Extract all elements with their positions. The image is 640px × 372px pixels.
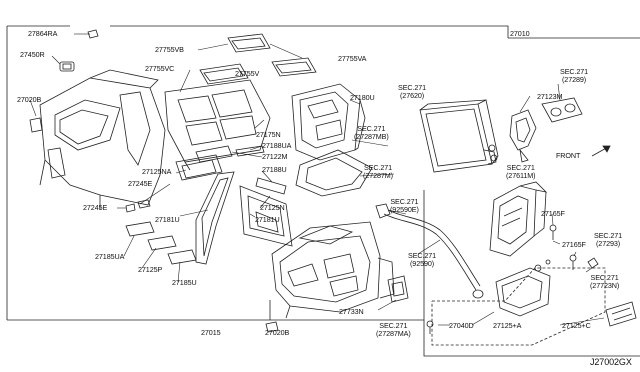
- sec-ref-27611M-line2: (27611M): [506, 171, 536, 180]
- sec-ref-92590-line2: (92590): [410, 259, 435, 268]
- sec-ref-92590E-line2: (92590E): [390, 205, 419, 214]
- sec-ref-27287MB-line2: (27287MB): [354, 132, 389, 141]
- sec-ref-27287M: SEC.271 (27287M): [363, 164, 393, 180]
- drain-hose-drawing: [375, 203, 484, 299]
- part-label-27015: 27015: [201, 328, 221, 337]
- part-label-27020B-bottom: 27020B: [265, 328, 290, 337]
- sec-ref-27287MA-line1: SEC.271: [379, 321, 408, 330]
- part-label-27450R: 27450R: [20, 50, 45, 59]
- lower-right-unit-drawing: [495, 259, 551, 317]
- part-label-27755VB: 27755VB: [155, 45, 184, 54]
- sec-ref-27287M-line1: SEC.271: [363, 163, 393, 172]
- center-ducts-drawing: [175, 145, 287, 195]
- sec-ref-27620: SEC.271 (27620): [398, 84, 426, 100]
- part-label-27245E-b: 27245E: [83, 203, 108, 212]
- part-label-27125P: 27125P: [138, 265, 163, 274]
- upper-center-housing-drawing: [291, 83, 366, 161]
- part-label-27010: 27010: [510, 29, 530, 38]
- part-label-27755VA: 27755VA: [338, 54, 367, 63]
- part-label-27180U: 27180U: [350, 93, 375, 102]
- part-label-27188UA: 27188UA: [262, 141, 292, 150]
- sec-ref-27620-line1: SEC.271: [398, 83, 427, 92]
- part-label-27125NA: 27125NA: [142, 167, 172, 176]
- small-grilles-drawing: [125, 199, 197, 265]
- sec-ref-92590-line1: SEC.271: [408, 251, 437, 260]
- diagram-id: J27002GX: [590, 357, 632, 367]
- sec-ref-27287MB: SEC.271 (27287MB): [354, 125, 389, 141]
- sec-ref-27723N: SEC.271 (27723N): [590, 274, 619, 290]
- part-label-27864RA: 27864RA: [28, 29, 58, 38]
- sub-assembly-frame: [431, 267, 606, 346]
- sec-ref-92590E: SEC.271 (92590E): [390, 198, 419, 214]
- sec-ref-27287MA: SEC.271 (27287MA): [376, 322, 411, 338]
- part-label-27125A: 27125+A: [493, 321, 522, 330]
- sec-ref-27293: SEC.271 (27293): [594, 232, 622, 248]
- part-label-27175N: 27175N: [256, 130, 281, 139]
- part-label-27125N: 27125N: [260, 203, 285, 212]
- sec-ref-27293-line2: (27293): [596, 239, 621, 248]
- assembly-frame: [6, 25, 640, 357]
- left-housing-drawing: [29, 69, 166, 210]
- sec-ref-27289-line1: SEC.271: [560, 67, 589, 76]
- part-label-27245E: 27245E: [128, 179, 153, 188]
- sec-ref-27287M-line2: (27287M): [363, 171, 393, 180]
- actuator-drawing: [387, 275, 409, 303]
- sec-ref-27287MB-line1: SEC.271: [357, 124, 386, 133]
- duct-piece-drawing: [295, 149, 373, 197]
- part-label-27122M: 27122M: [262, 152, 288, 161]
- sec-ref-92590E-line1: SEC.271: [390, 197, 419, 206]
- part-label-27165F-b: 27165F: [562, 240, 586, 249]
- part-label-27185U: 27185U: [172, 278, 197, 287]
- part-label-27181U-a: 27181U: [155, 215, 180, 224]
- sec-ref-27611M: SEC.271 (27611M): [506, 163, 536, 180]
- evaporator-case-drawing: [164, 79, 271, 171]
- part-label-27020B-top: 27020B: [17, 95, 42, 104]
- screw-bottom-drawing: [426, 320, 434, 334]
- part-label-27755V: 27755V: [235, 69, 260, 78]
- part-label-27181U-b: 27181U: [255, 215, 280, 224]
- part-label-27185UA: 27185UA: [95, 252, 125, 261]
- blower-part-drawing: [541, 97, 583, 123]
- sec-ref-27723N-line2: (27723N): [590, 281, 620, 290]
- part-label-27755VC: 27755VC: [145, 64, 175, 73]
- filter-frames-drawing: [199, 33, 317, 85]
- lower-main-unit-drawing: [271, 221, 395, 319]
- sec-ref-27289-line2: (27289): [562, 75, 587, 84]
- clip-parts-top-left: [59, 29, 99, 72]
- front-label: FRONT: [556, 151, 581, 160]
- blower-motor-drawing: [489, 181, 548, 257]
- long-duct-drawing: [195, 171, 235, 265]
- leader-lines: [29, 33, 605, 326]
- sec-ref-92590: SEC.271 (92590): [408, 252, 436, 268]
- sec-ref-27723N-line1: SEC.271: [590, 273, 619, 282]
- part-label-27123M: 27123M: [537, 92, 563, 101]
- vent-duct-drawing: [239, 185, 293, 247]
- part-label-27125C: 27125+C: [562, 321, 591, 330]
- bottom-clip-drawing: [265, 321, 279, 333]
- sec-ref-27287MA-line2: (27287MA): [376, 329, 411, 338]
- part-label-27188U: 27188U: [262, 165, 287, 174]
- shroud-drawing: [509, 109, 537, 163]
- part-label-27040D: 27040D: [449, 321, 474, 330]
- end-piece-drawing: [605, 301, 637, 327]
- part-label-27165F: 27165F: [541, 209, 565, 218]
- sec-ref-27293-line1: SEC.271: [594, 231, 623, 240]
- front-arrow-icon: [591, 145, 611, 157]
- heater-core-drawing: [419, 99, 499, 173]
- sec-ref-27289: SEC.271 (27289): [560, 68, 588, 84]
- sec-ref-27611M-line1: SEC.271: [506, 163, 535, 172]
- part-label-27733N: 27733N: [339, 307, 364, 316]
- sec-ref-27620-line2: (27620): [400, 91, 425, 100]
